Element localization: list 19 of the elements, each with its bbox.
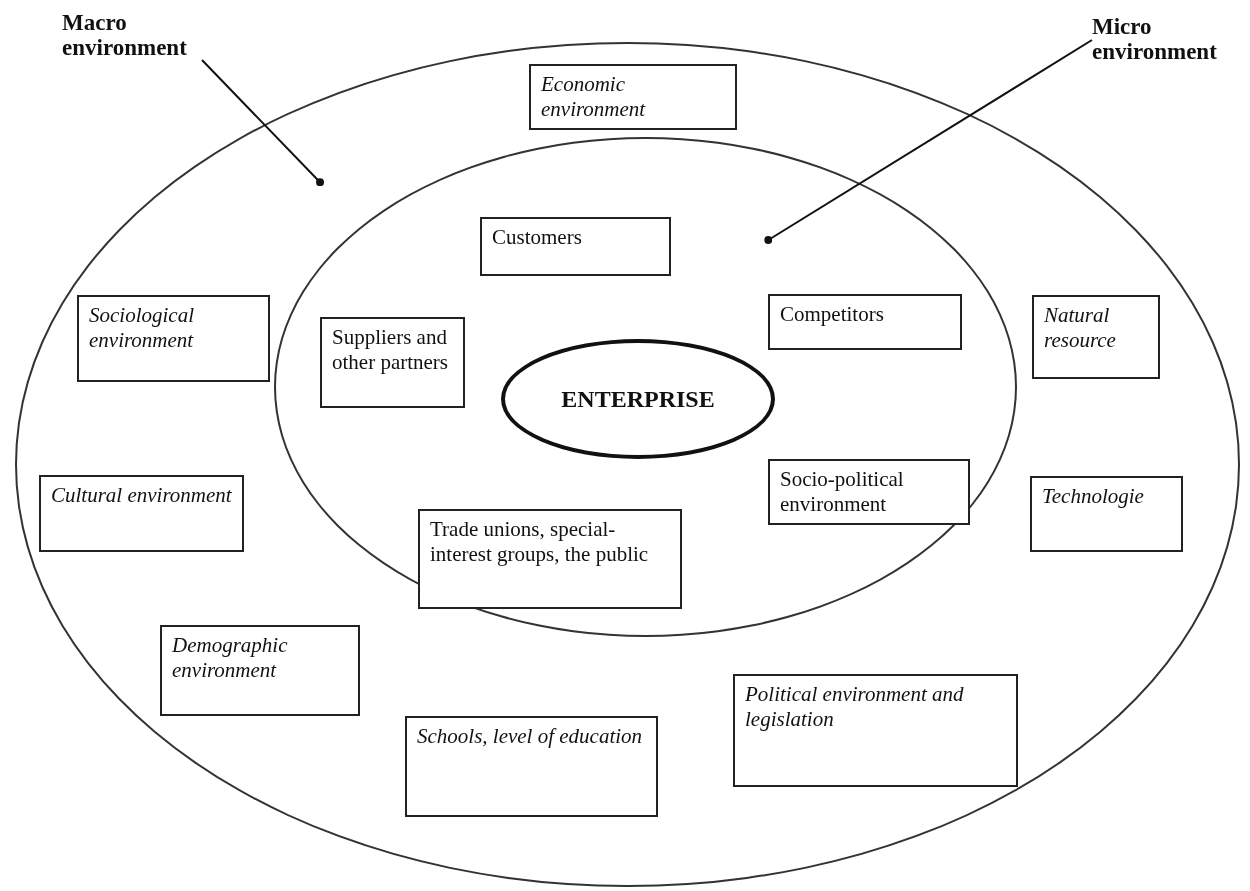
factor-box: Demographic environment (160, 625, 360, 716)
factor-box: Economic environment (529, 64, 737, 130)
factor-box: Suppliers and other partners (320, 317, 465, 408)
factor-box: Trade unions, special-interest groups, the public (418, 509, 682, 609)
factor-box: Cultural environment (39, 475, 244, 552)
heading-text: Macro environment (62, 10, 202, 60)
enterprise-ellipse: ENTERPRISE (501, 339, 775, 459)
factor-box: Political environment and legislation (733, 674, 1018, 787)
factor-box: Natural resource (1032, 295, 1160, 379)
factor-box: Customers (480, 217, 671, 276)
factor-box: Schools, level of education (405, 716, 658, 817)
factor-box: Competitors (768, 294, 962, 350)
factor-box: Technologie (1030, 476, 1183, 552)
heading-text: Micro environment (1092, 14, 1242, 66)
leader-line (201, 59, 324, 187)
factor-box: Sociological environment (77, 295, 270, 382)
leader-line (764, 39, 1093, 244)
factor-box: Socio-political environment (768, 459, 970, 525)
inner-ellipse (274, 137, 1017, 637)
